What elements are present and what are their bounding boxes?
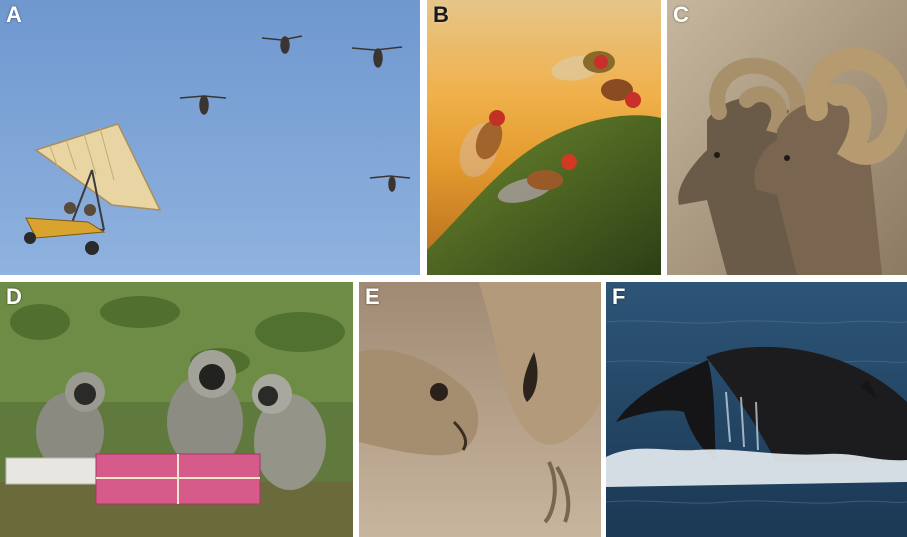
panel-label-a: A: [6, 2, 22, 27]
fruit-flies-image: [427, 0, 661, 275]
bighorn-rams-image: [667, 0, 907, 275]
panel-c-bighorn-rams: C: [667, 0, 907, 275]
crane-bird-4: [369, 175, 411, 192]
ram-front-horn: [805, 47, 907, 165]
trike-body: [25, 217, 106, 239]
fruit-fly-3: [551, 51, 615, 81]
panel-d-vervet-monkeys: D: [0, 282, 353, 537]
whale-fluke: [616, 360, 716, 460]
meerkat-juvenile: [359, 349, 479, 456]
panel-label-d: D: [6, 284, 22, 309]
vervet-monkeys-image: [0, 282, 353, 537]
fruit-fly-2: [497, 154, 577, 203]
meerkats-image: [359, 282, 601, 537]
panel-b-fruit-flies: B: [427, 0, 661, 275]
trike-wheel-rear: [85, 241, 99, 255]
fruit-fly-4: [601, 79, 641, 108]
vervet-monkey-middle: [167, 350, 243, 470]
vervet-monkey-right: [252, 374, 326, 490]
panel-label-e: E: [365, 284, 380, 309]
panel-a-aircraft-cranes: A: [0, 0, 420, 275]
leaf: [427, 115, 661, 275]
panel-label-b: B: [433, 2, 449, 27]
panel-label-f: F: [612, 284, 626, 309]
meerkat-adult: [479, 282, 601, 445]
vervet-monkey-left: [36, 372, 105, 472]
whale-body: [706, 346, 907, 462]
aircraft-cranes-image: [0, 0, 420, 275]
panel-f-whale-fluke: F: [606, 282, 907, 537]
fruit-fly-1: [459, 110, 505, 178]
whale-fluke-image: [606, 282, 907, 537]
ram-back-horn: [709, 57, 806, 134]
crane-bird-3: [179, 95, 227, 115]
crane-bird-1: [261, 35, 303, 54]
trike-wheel-front: [24, 232, 36, 244]
crane-bird-2: [351, 46, 403, 68]
panel-label-c: C: [673, 2, 689, 27]
water-splash: [606, 448, 907, 487]
food-box-white: [5, 457, 97, 485]
panel-e-meerkats: E: [359, 282, 601, 537]
